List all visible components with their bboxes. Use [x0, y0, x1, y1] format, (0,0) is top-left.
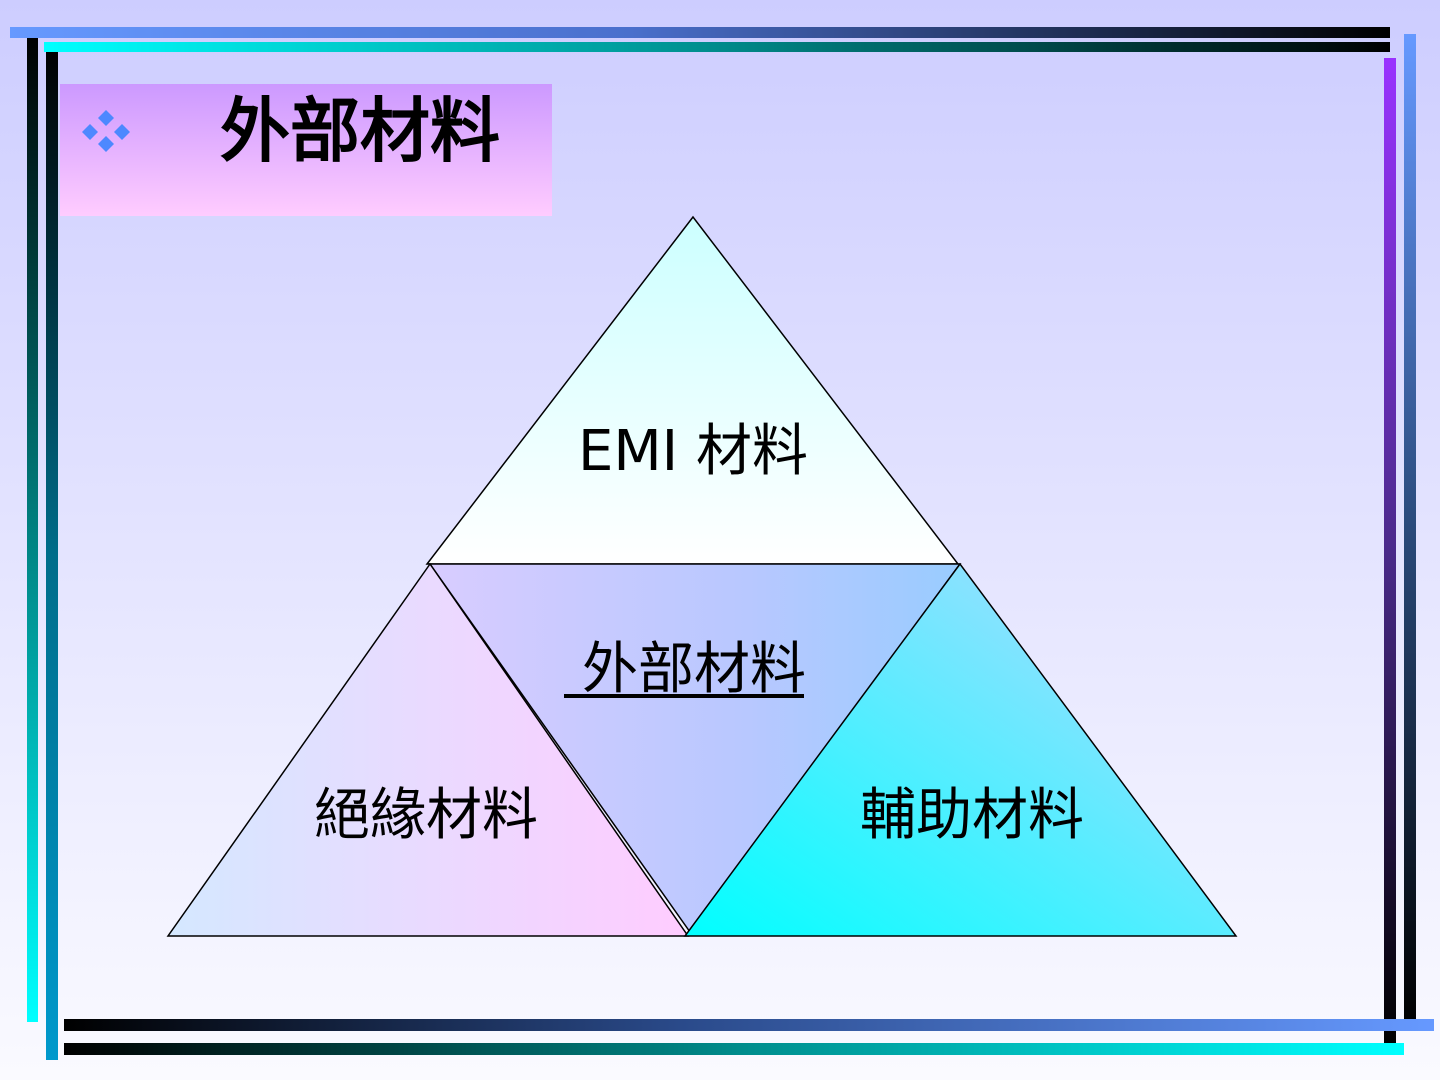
- center-label: 外部材料: [582, 637, 806, 702]
- left-triangle: [166, 562, 690, 937]
- top-label: EMI 材料: [578, 419, 808, 484]
- top-triangle: [425, 215, 960, 565]
- frame-top-bar-outer: [10, 27, 1390, 38]
- right-triangle: [683, 562, 1238, 937]
- frame-bottom-bar-outer: [64, 1019, 1434, 1031]
- frame-left-bar-inner: [46, 52, 58, 1060]
- right-label: 輔助材料: [860, 783, 1084, 848]
- four-diamond-bullet-icon: [82, 110, 130, 152]
- frame-bottom-bar-inner: [64, 1043, 1404, 1055]
- frame-right-bar-outer: [1404, 34, 1416, 1024]
- title-box: [60, 84, 552, 216]
- left-label: 絕緣材料: [314, 783, 538, 848]
- frame-top-bar-inner: [44, 42, 1390, 52]
- frame-left-bar-outer: [27, 38, 38, 1022]
- frame-right-bar-inner: [1384, 58, 1396, 1044]
- page-title: 外部材料: [220, 90, 500, 172]
